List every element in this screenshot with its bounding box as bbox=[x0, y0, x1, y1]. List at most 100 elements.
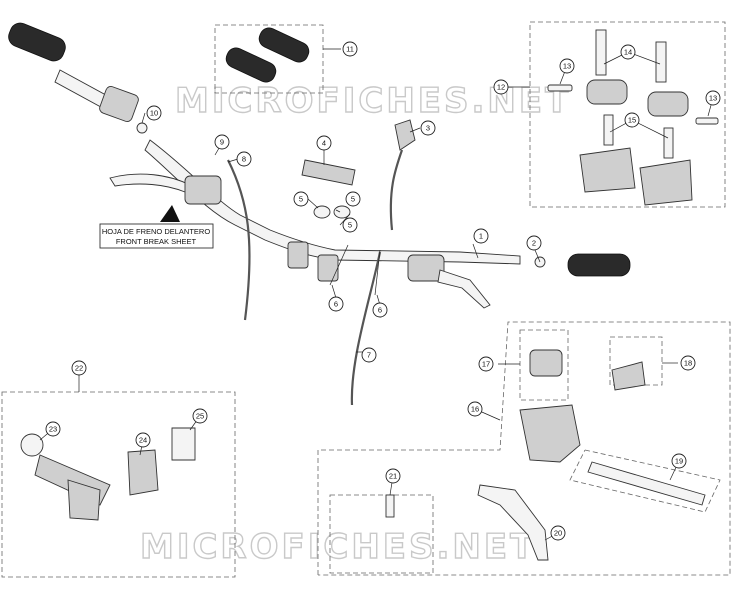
svg-text:20: 20 bbox=[554, 529, 562, 538]
top-clamp-b bbox=[647, 91, 689, 117]
housing-24 bbox=[127, 449, 159, 496]
front-master-cylinder bbox=[407, 254, 445, 282]
pin-13-a bbox=[547, 84, 573, 92]
svg-text:15: 15 bbox=[628, 116, 636, 125]
callout-18: 18 bbox=[680, 355, 696, 371]
nut-10 bbox=[136, 122, 148, 134]
callout-17: 17 bbox=[478, 356, 494, 372]
throttle-housing-22 bbox=[67, 479, 101, 521]
spacer-5-a bbox=[313, 205, 331, 219]
svg-text:7: 7 bbox=[367, 351, 371, 360]
pin-21 bbox=[385, 494, 395, 518]
callout-20: 20 bbox=[550, 525, 566, 541]
svg-text:11: 11 bbox=[346, 45, 354, 54]
front-brake-lever bbox=[437, 269, 491, 309]
bolt-15-a bbox=[603, 114, 614, 146]
callout-3: 3 bbox=[420, 120, 436, 136]
svg-text:19: 19 bbox=[675, 457, 683, 466]
svg-text:18: 18 bbox=[684, 359, 692, 368]
callout-8: 8 bbox=[236, 151, 252, 167]
svg-text:13: 13 bbox=[709, 94, 717, 103]
callout-1: 1 bbox=[473, 228, 489, 244]
bar-pad-4 bbox=[301, 159, 356, 186]
callout-5-c: 5 bbox=[342, 217, 358, 233]
spacer-5-b bbox=[333, 205, 351, 219]
callout-5-b: 5 bbox=[345, 191, 361, 207]
svg-text:24: 24 bbox=[139, 436, 147, 445]
cable-8 bbox=[227, 159, 251, 321]
svg-text:23: 23 bbox=[49, 425, 57, 434]
right-grip bbox=[567, 253, 631, 277]
switch-3 bbox=[394, 119, 416, 151]
group-box-22 bbox=[1, 391, 236, 578]
cable-7 bbox=[350, 251, 382, 406]
svg-text:10: 10 bbox=[150, 109, 158, 118]
group-box-18 bbox=[609, 336, 663, 386]
callout-24: 24 bbox=[135, 432, 151, 448]
callout-7: 7 bbox=[361, 347, 377, 363]
cover-25 bbox=[171, 427, 196, 461]
riser-left bbox=[287, 241, 309, 269]
svg-text:6: 6 bbox=[334, 300, 338, 309]
bolt-15-b bbox=[663, 127, 674, 159]
group-box-16 bbox=[317, 321, 731, 576]
callout-2: 2 bbox=[526, 235, 542, 251]
callout-21: 21 bbox=[385, 468, 401, 484]
svg-text:13: 13 bbox=[563, 62, 571, 71]
svg-text:3: 3 bbox=[426, 124, 430, 133]
callout-13-a: 13 bbox=[559, 58, 575, 74]
svg-text:16: 16 bbox=[471, 405, 479, 414]
group-box-12 bbox=[529, 21, 726, 208]
top-clamp-a bbox=[586, 79, 628, 105]
cable-6-b bbox=[374, 249, 381, 296]
clutch-perch bbox=[184, 175, 222, 205]
callout-25: 25 bbox=[192, 408, 208, 424]
svg-text:25: 25 bbox=[196, 412, 204, 421]
callout-19: 19 bbox=[671, 453, 687, 469]
reservoir-cap-17 bbox=[529, 349, 563, 377]
piston-assembly-19 bbox=[587, 461, 706, 506]
svg-text:2: 2 bbox=[532, 239, 536, 248]
callout-23: 23 bbox=[45, 421, 61, 437]
left-grip bbox=[8, 22, 66, 62]
bolt-14-a bbox=[595, 29, 607, 76]
svg-text:8: 8 bbox=[242, 155, 246, 164]
group-box-17 bbox=[519, 329, 569, 401]
front-brake-note-box bbox=[99, 223, 214, 249]
svg-text:9: 9 bbox=[220, 138, 224, 147]
callout-16: 16 bbox=[467, 401, 483, 417]
callout-6-b: 6 bbox=[372, 302, 388, 318]
note-line-2: FRONT BREAK SHEET bbox=[116, 237, 197, 246]
ring-23 bbox=[20, 433, 44, 457]
callout-22: 22 bbox=[71, 360, 87, 376]
callout-15: 15 bbox=[624, 112, 640, 128]
rear-brake-lever-20 bbox=[477, 484, 549, 561]
svg-text:22: 22 bbox=[75, 364, 83, 373]
watermark-bottom: MICROFICHES.NET bbox=[140, 527, 536, 567]
note-line-1: HOJA DE FRENO DELANTERO bbox=[102, 227, 211, 236]
clamp-18 bbox=[611, 361, 646, 391]
throttle-housing-left bbox=[99, 85, 139, 123]
callout-13-b: 13 bbox=[705, 90, 721, 106]
svg-text:5: 5 bbox=[351, 195, 355, 204]
callout-6-a: 6 bbox=[328, 296, 344, 312]
bolt-14-b bbox=[655, 41, 667, 83]
svg-text:21: 21 bbox=[389, 472, 397, 481]
note-pointer bbox=[160, 205, 180, 222]
svg-text:5: 5 bbox=[299, 195, 303, 204]
svg-text:1: 1 bbox=[479, 232, 483, 241]
riser-right bbox=[317, 254, 339, 282]
svg-text:4: 4 bbox=[322, 139, 326, 148]
callout-12: 12 bbox=[493, 79, 509, 95]
callout-4: 4 bbox=[316, 135, 332, 151]
lower-clamp-a bbox=[579, 147, 636, 193]
master-cylinder-16 bbox=[519, 404, 581, 463]
svg-text:12: 12 bbox=[497, 83, 505, 92]
switch-cable bbox=[389, 149, 404, 231]
pin-13-b bbox=[695, 117, 719, 125]
callout-5-a: 5 bbox=[293, 191, 309, 207]
grip-11-a bbox=[225, 47, 277, 83]
lower-clamp-b bbox=[639, 159, 693, 206]
callout-10: 10 bbox=[146, 105, 162, 121]
